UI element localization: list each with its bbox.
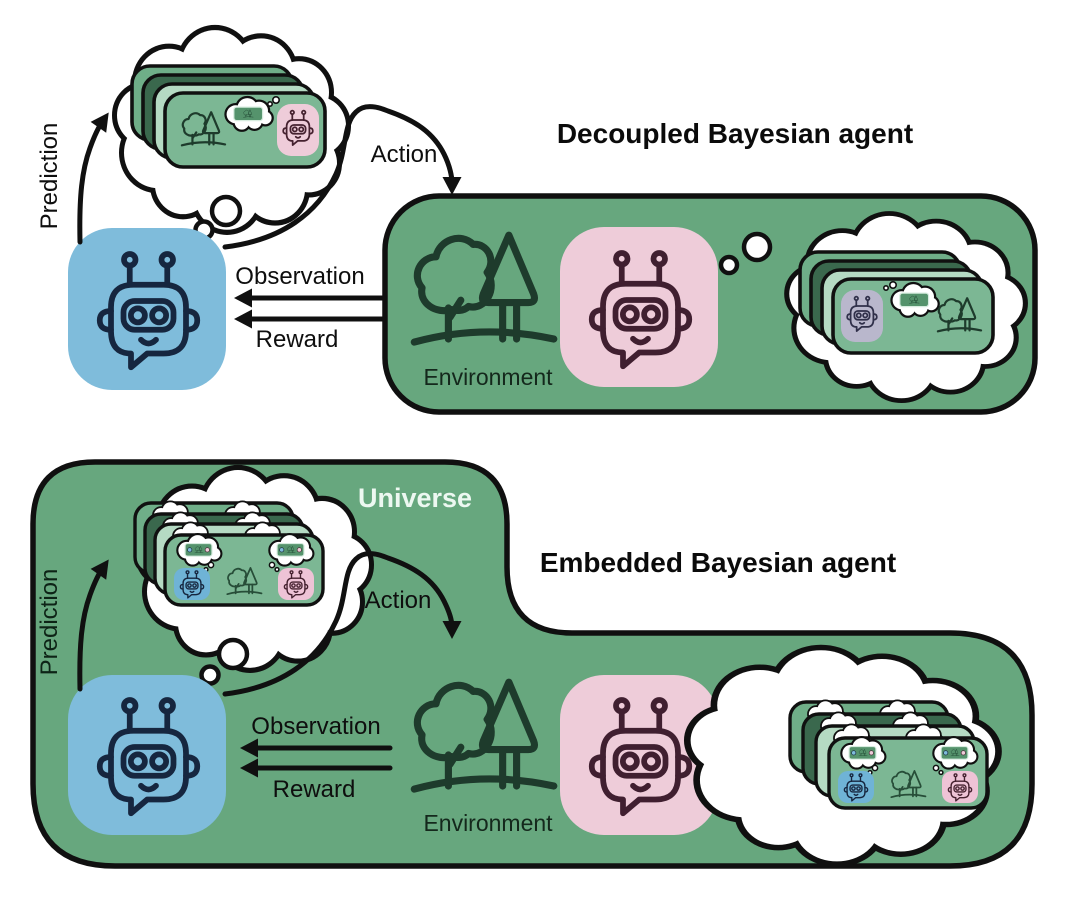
prediction-arrow <box>77 554 117 692</box>
action-arrow <box>222 551 462 697</box>
decoupled-title: Decoupled Bayesian agent <box>557 118 913 149</box>
embedded-title: Embedded Bayesian agent <box>540 547 896 578</box>
environment-label: Environment <box>423 810 553 836</box>
observation-label: Observation <box>235 263 364 290</box>
thought-dots <box>193 194 243 241</box>
embedded-panel: Universe Embedded Bayesian agent Environ… <box>30 459 1035 869</box>
pink-agent-tile <box>560 675 718 835</box>
observation-arrow <box>240 738 393 758</box>
action-arrow <box>222 104 462 250</box>
world-model-card-stack <box>133 501 323 605</box>
world-model-card-stack <box>130 64 325 167</box>
action-label: Action <box>371 141 438 168</box>
blue-agent-tile <box>68 228 226 390</box>
reward-label: Reward <box>273 776 356 803</box>
blue-agent-tile <box>68 675 226 835</box>
thought-dots <box>199 637 250 686</box>
thought-dots <box>718 231 773 276</box>
pink-agent-tile <box>560 227 718 387</box>
reward-arrow <box>234 309 387 329</box>
prediction-arrow <box>77 107 117 245</box>
universe-label: Universe <box>358 483 472 513</box>
action-label: Action <box>365 587 432 614</box>
reward-arrow <box>240 758 393 778</box>
observation-arrow <box>234 288 387 308</box>
observation-label: Observation <box>251 713 380 740</box>
environment-label: Environment <box>423 364 553 390</box>
world-model-card-stack <box>788 700 987 808</box>
prediction-label: Prediction <box>36 123 63 230</box>
world-model-card-stack <box>798 250 993 353</box>
decoupled-panel: Decoupled Bayesian agent Environment Pre… <box>36 30 1038 415</box>
reward-label: Reward <box>256 326 339 353</box>
prediction-label: Prediction <box>36 569 63 676</box>
